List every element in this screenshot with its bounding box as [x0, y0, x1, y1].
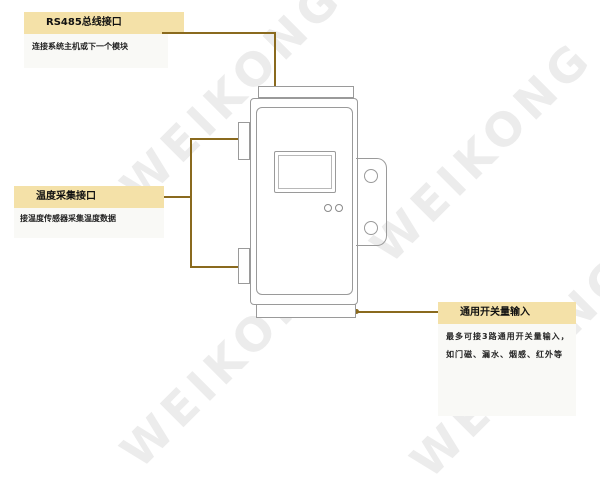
rs485-callout-desc: 连接系统主机或下一个模块: [24, 34, 168, 68]
rs485-connector-line-vertical: [274, 32, 276, 94]
switch-callout-desc: 最多可接3路通用开关量输入，如门磁、漏水、烟感、红外等: [438, 324, 576, 416]
device-display: [274, 151, 336, 193]
bottom-terminal-block: [256, 304, 356, 318]
temperature-callout-title: 温度采集接口: [14, 186, 164, 208]
temperature-connector-line-vertical: [190, 138, 192, 267]
switch-callout-title: 通用开关量输入: [438, 302, 576, 324]
mounting-bracket: [356, 158, 387, 246]
mounting-hole-bottom: [364, 221, 378, 235]
temperature-terminal-upper: [238, 122, 250, 160]
temperature-callout-desc: 接温度传感器采集温度数据: [14, 208, 164, 238]
switch-connector-dot: [354, 309, 359, 314]
temperature-terminal-lower: [238, 248, 250, 284]
device-display-inner: [278, 155, 332, 189]
temperature-connector-line-upper: [190, 138, 240, 140]
mounting-hole-top: [364, 169, 378, 183]
switch-connector-line: [356, 311, 438, 313]
rs485-callout-title: RS485总线接口: [24, 12, 184, 34]
top-terminal-block: [258, 86, 354, 98]
rs485-connector-line: [162, 32, 276, 34]
module-device: [250, 98, 358, 305]
temperature-connector-line: [164, 196, 192, 198]
watermark-2: WEIKONG: [360, 29, 600, 274]
temperature-connector-line-lower: [190, 266, 240, 268]
status-led-left: [324, 204, 332, 212]
device-front-panel: [256, 107, 353, 295]
status-led-right: [335, 204, 343, 212]
